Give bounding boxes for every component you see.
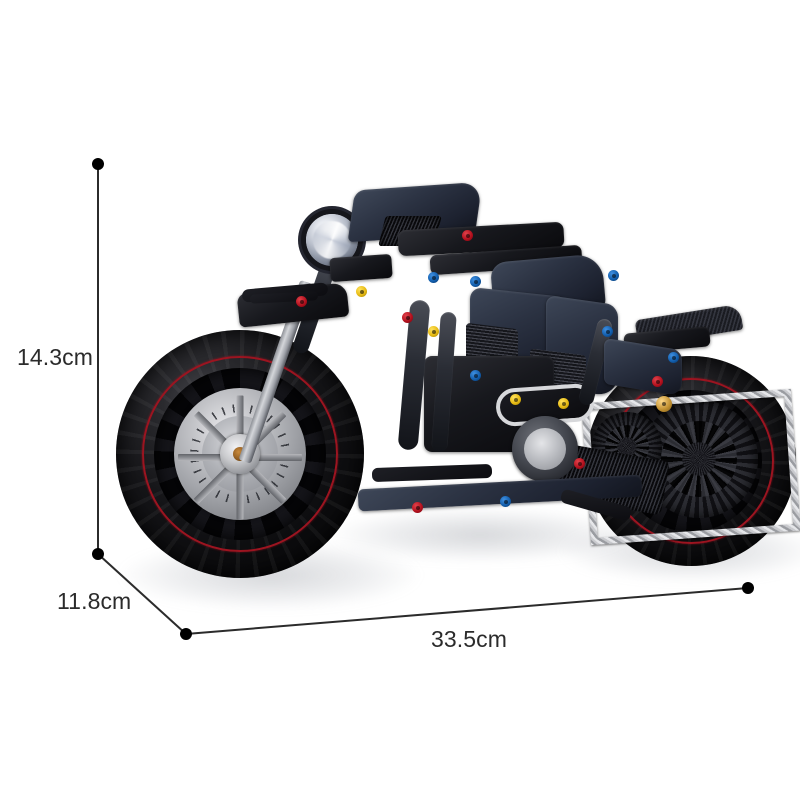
pin-blue-2 [470, 276, 481, 287]
pin-red-4 [412, 502, 423, 513]
pin-red-3 [462, 230, 473, 241]
depth-dimension-label: 11.8cm [57, 588, 132, 614]
belt-pin-right [558, 398, 569, 409]
pin-red-2 [402, 312, 413, 323]
pin-red-1 [296, 296, 307, 307]
rear-axle-bush [656, 396, 672, 412]
pin-blue-5 [668, 352, 679, 363]
front-rim-stripe [142, 356, 338, 552]
front-wheel [116, 330, 364, 578]
clutch-pulley [512, 416, 578, 482]
pin-yellow-1 [356, 286, 367, 297]
footpeg-bar [371, 463, 493, 483]
headlight-bracket [329, 253, 393, 283]
pin-blue-1 [428, 272, 439, 283]
pin-blue-4 [602, 326, 613, 337]
front-spokes [116, 330, 364, 578]
pin-blue-6 [500, 496, 511, 507]
pin-yellow-2 [428, 326, 439, 337]
pin-red-6 [652, 376, 663, 387]
pulley-face [524, 428, 566, 470]
pin-red-5 [574, 458, 585, 469]
width-dimension-label: 33.5cm [431, 626, 508, 652]
belt-pin-left [510, 394, 521, 405]
height-dimension-label: 14.3cm [17, 344, 94, 370]
pin-blue-7 [608, 270, 619, 281]
ground-shadow-center [330, 508, 630, 562]
pin-blue-3 [470, 370, 481, 381]
